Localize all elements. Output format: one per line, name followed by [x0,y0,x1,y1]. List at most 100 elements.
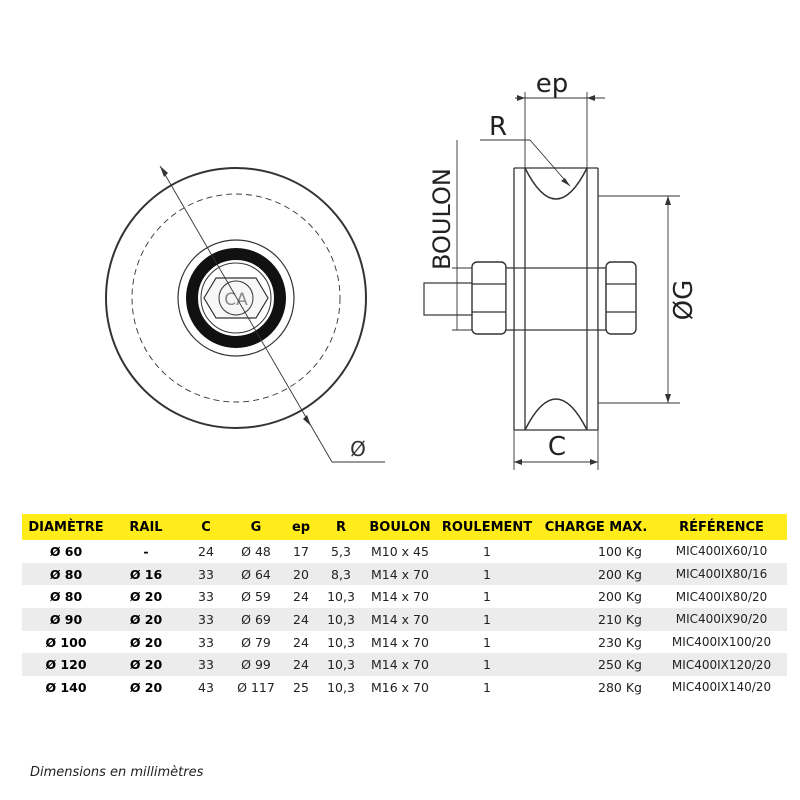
diameter-leader-line [159,165,333,463]
cell-ep: 24 [293,589,309,605]
cell-roulement: 1 [438,608,536,631]
header-diametre: DIAMÈTRE [22,514,110,540]
cell-c: 24 [198,543,214,559]
cell-c: 33 [198,634,214,650]
cell-charge-max: 200 Kg [598,589,642,605]
cell-rail: Ø 20 [110,608,182,631]
groove-top-arc [524,167,588,200]
ep-arrow-left [517,95,525,101]
cell-charge-max: 210 Kg [536,608,656,631]
cell-r: 8,3 [320,562,362,586]
cell-c: 33 [198,589,214,605]
cell-diametre: Ø 120 [22,653,110,677]
cell-reference: MIC400IX80/20 [675,589,768,604]
cell-roulement: 1 [483,634,491,650]
cell-c: 43 [198,679,214,695]
cell-ep: 25 [293,679,309,695]
cell-rail: Ø 16 [110,562,182,586]
left-washer [505,267,515,331]
cell-diametre: Ø 80 [22,562,110,586]
cell-g: Ø 48 [241,543,271,559]
table-header-row: DIAMÈTRE RAIL C G ep R BOULON ROULEMENT … [22,514,787,540]
g-label: ØG [669,280,699,321]
hub-mark: CA [224,290,248,310]
technical-drawing: CA Ø [105,69,699,470]
cell-boulon: M14 x 70 [362,608,438,631]
g-arrow-bottom [665,394,671,403]
cell-rail: - [143,543,149,559]
cell-reference: MIC400IX90/20 [656,608,787,631]
cell-r: 10,3 [320,608,362,631]
groove-dashed-circle [131,193,341,403]
bearing-ring [186,248,286,348]
cell-c: 33 [182,608,230,631]
cell-rail: Ø 20 [129,679,163,695]
cell-boulon: M16 x 70 [371,679,429,695]
diameter-symbol-label: Ø [350,437,366,461]
cell-rail: Ø 20 [129,634,163,650]
cell-g: Ø 69 [230,608,282,631]
cell-charge-max: 280 Kg [598,679,642,695]
ep-label: ep [536,69,569,99]
cell-boulon: M14 x 70 [362,562,438,586]
cell-roulement: 1 [483,589,491,605]
specifications-table: DIAMÈTRE RAIL C G ep R BOULON ROULEMENT … [22,514,787,699]
cell-g: Ø 59 [241,589,271,605]
cell-c: 33 [182,653,230,677]
r-arrow [561,178,570,186]
dimension-lines [452,92,680,470]
cell-c: 33 [182,562,230,586]
cell-g: Ø 79 [241,634,271,650]
cell-r: 10,3 [327,679,355,695]
cell-rail: Ø 20 [129,589,163,605]
cell-r: 10,3 [327,634,355,650]
c-arrow-left [514,459,522,465]
cell-rail: Ø 20 [110,653,182,677]
table-row: Ø 120 Ø 20 33 Ø 99 24 10,3 M14 x 70 1 25… [22,653,787,677]
header-boulon: BOULON [362,514,438,540]
cell-charge-max: 250 Kg [536,653,656,677]
cell-r: 10,3 [327,589,355,605]
cell-boulon: M14 x 70 [371,589,429,605]
table-row: Ø 90 Ø 20 33 Ø 69 24 10,3 M14 x 70 1 210… [22,608,787,631]
cell-diametre: Ø 140 [45,679,87,695]
cell-roulement: 1 [438,653,536,677]
cell-roulement: 1 [483,543,491,559]
hex-nut-front [203,277,269,319]
header-g: G [230,514,282,540]
r-label: R [489,112,507,142]
cell-reference: MIC400IX80/16 [656,562,787,586]
cell-charge-max: 230 Kg [598,634,642,650]
cell-reference: MIC400IX120/20 [656,653,787,677]
r-leader-diag [529,139,571,187]
c-arrow-right [590,459,598,465]
cell-diametre: Ø 60 [49,543,83,559]
header-rail: RAIL [110,514,182,540]
header-reference: RÉFÉRENCE [656,514,787,540]
header-charge-max: CHARGE MAX. [536,514,656,540]
left-nut [471,261,507,335]
wheel-side-view [423,167,637,431]
g-arrow-top [665,196,671,205]
table-row: Ø 60 - 24 Ø 48 17 5,3 M10 x 45 1 100 Kg … [22,540,787,563]
diameter-arrow-bottom [303,415,311,426]
cell-g: Ø 117 [237,679,275,695]
cell-reference: MIC400IX140/20 [671,680,772,695]
cell-ep: 24 [282,653,320,677]
cell-charge-max: 100 Kg [598,543,642,559]
bolt-center-circle [218,280,254,316]
cell-g: Ø 99 [230,653,282,677]
cell-reference: MIC400IX60/10 [675,544,768,559]
cell-diametre: Ø 80 [49,589,83,605]
right-washer [597,267,607,331]
cell-ep: 20 [282,562,320,586]
cell-boulon: M14 x 70 [362,653,438,677]
cell-charge-max: 200 Kg [536,562,656,586]
header-roulement: ROULEMENT [438,514,536,540]
cell-boulon: M14 x 70 [371,634,429,650]
table-row: Ø 100 Ø 20 33 Ø 79 24 10,3 M14 x 70 1 23… [22,631,787,654]
groove-bottom-arc [524,398,588,431]
cell-boulon: M10 x 45 [371,543,429,559]
cell-g: Ø 64 [230,562,282,586]
cell-roulement: 1 [483,679,491,695]
